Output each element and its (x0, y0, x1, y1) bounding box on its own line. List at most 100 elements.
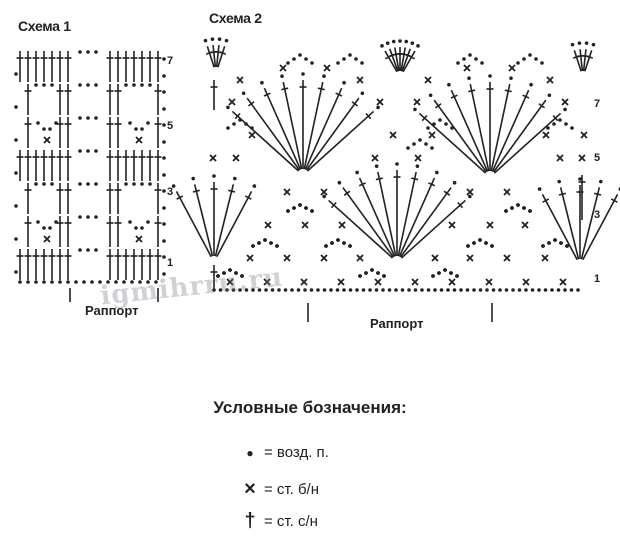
single-crochet-mark (413, 98, 421, 106)
chain-dot (382, 274, 386, 278)
double-crochet-bar (585, 55, 594, 59)
double-crochet-mark (559, 187, 580, 260)
single-crochet-mark (578, 154, 586, 162)
single-crochet-mark (561, 98, 569, 106)
chain-dot (450, 126, 454, 130)
single-crochet-mark (226, 278, 234, 286)
single-crochet-mark (283, 254, 291, 262)
double-crochet-mark (217, 46, 226, 68)
chain-dot (224, 38, 229, 43)
chain-dot (36, 220, 40, 224)
chain-dot (380, 44, 384, 48)
chain-dot (42, 83, 46, 87)
chain-dot (14, 138, 18, 142)
chain-dot (466, 244, 470, 248)
double-crochet-bar (594, 192, 602, 196)
chain-dot (14, 204, 18, 208)
chain-dot (376, 105, 380, 110)
chain-dot (446, 288, 450, 292)
chain-dot (94, 116, 98, 120)
single-crochet-mark (424, 76, 432, 84)
chain-dot (428, 93, 433, 98)
chain-dot (162, 173, 166, 177)
chain-dot (48, 226, 52, 230)
double-crochet-bar (228, 189, 236, 193)
chain-dot (348, 288, 353, 292)
single-crochet-mark (463, 64, 471, 72)
chain-dot (301, 72, 305, 76)
chain-dot (322, 194, 326, 199)
chain-dot (94, 83, 98, 87)
double-crochet-bar (218, 51, 227, 55)
chain-dot (472, 288, 476, 292)
chain-dot (354, 57, 358, 61)
chain-dot (298, 53, 302, 57)
chain-dot (415, 164, 420, 168)
double-crochet-mark (582, 49, 587, 72)
chain-dot (485, 288, 489, 292)
chain-dot (86, 116, 90, 120)
chain-dot (34, 182, 38, 186)
chain-dot (106, 280, 110, 284)
chain-dot (86, 248, 90, 252)
chain-dot (162, 140, 166, 144)
double-crochet-bar (552, 114, 559, 122)
chain-dot (540, 61, 544, 65)
double-crochet-mark (328, 199, 394, 259)
double-crochet-mark (175, 190, 212, 258)
double-crochet-bar (421, 114, 428, 122)
chain-dot (260, 80, 264, 85)
single-crochet-mark (135, 235, 143, 243)
double-crochet-bar (247, 101, 255, 107)
chain-dot (424, 142, 428, 146)
chain-dot (556, 288, 561, 292)
double-crochet-mark (384, 50, 398, 73)
chain-dot (48, 127, 52, 131)
double-crochet-mark (342, 187, 395, 258)
double-crochet-bar (434, 103, 442, 109)
double-crochet-bar (408, 54, 415, 60)
chain-dot (455, 274, 459, 278)
chain-dot (14, 171, 18, 175)
double-crochet-bar (234, 112, 241, 120)
chain-dot (550, 288, 554, 292)
chain-dot (203, 38, 208, 43)
chain-dot (234, 271, 238, 275)
chain-dot (162, 74, 166, 78)
chain-dot (563, 288, 567, 292)
chain-dot (395, 162, 399, 166)
chain-dot (210, 37, 215, 41)
single-crochet-mark (356, 254, 364, 262)
double-crochet-bar (343, 190, 351, 196)
chain-dot (394, 288, 398, 292)
chain-dot (78, 116, 82, 120)
legend-item-chain: ● = возд. п. (242, 444, 328, 461)
chain-dot (524, 288, 528, 292)
chain-dot (162, 206, 166, 210)
single-crochet-mark (374, 278, 382, 286)
chain-dot (140, 226, 144, 230)
single-crochet-mark (248, 131, 256, 139)
chain-dot (303, 288, 307, 292)
chain-dot (66, 280, 70, 284)
chain-dot (250, 126, 254, 130)
double-crochet-mark (579, 49, 584, 72)
chain-dot (42, 127, 46, 131)
chain-dot (98, 280, 102, 284)
chain-dot (128, 220, 132, 224)
chain-dot (342, 241, 346, 245)
chain-dot (570, 42, 575, 47)
chain-dot (162, 156, 166, 160)
chain-dot (90, 280, 94, 284)
double-crochet-bar (504, 89, 512, 93)
chain-dot (591, 42, 596, 47)
chain-dot (162, 255, 166, 259)
scheme2-rapport-label: Раппорт (370, 316, 424, 331)
double-crochet-mark (394, 47, 400, 72)
double-crochet-mark (305, 97, 360, 171)
single-crochet-mark (43, 136, 51, 144)
double-crochet-mark (401, 48, 412, 72)
chain-dot (54, 220, 58, 224)
single-crochet-mark (135, 136, 143, 144)
